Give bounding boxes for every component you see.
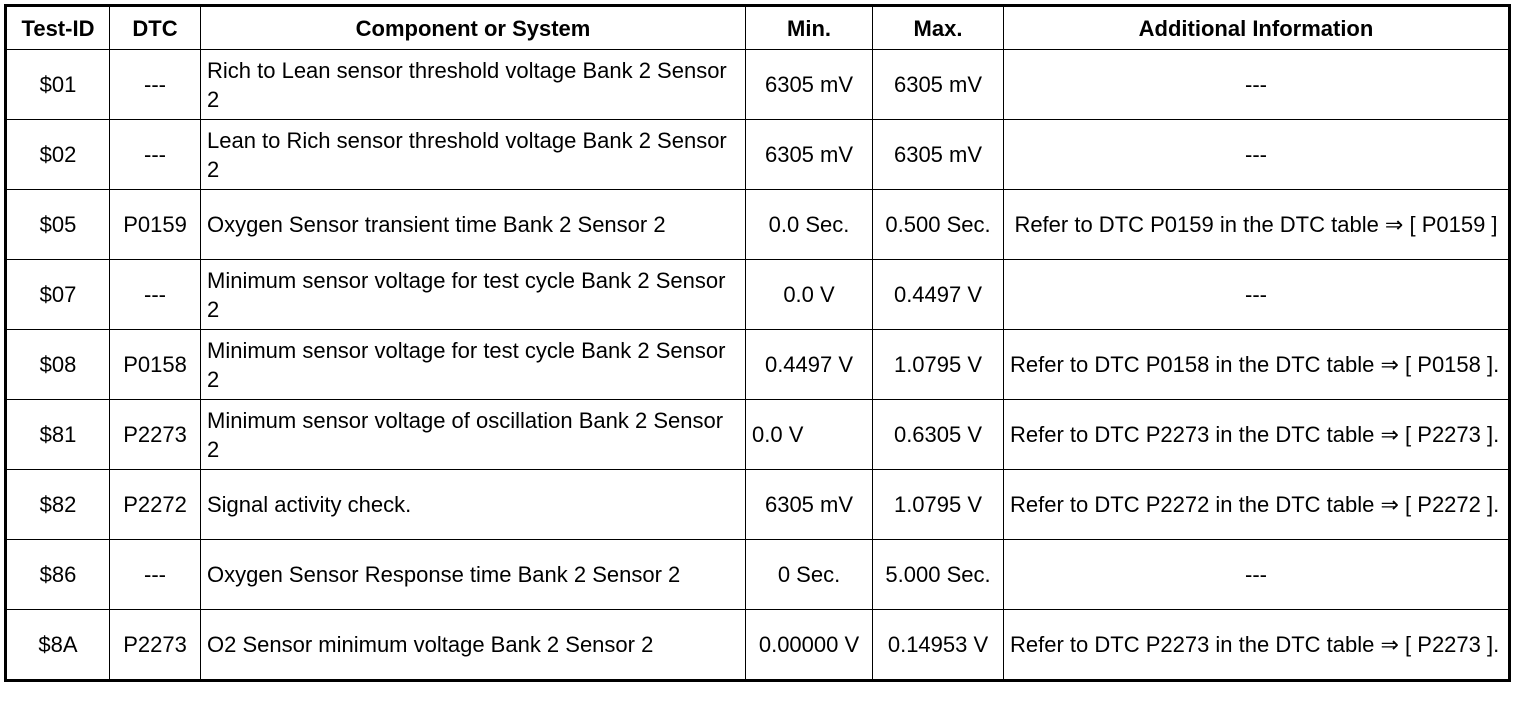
cell-min: 6305 mV: [745, 469, 873, 540]
cell-component: Lean to Rich sensor threshold voltage Ba…: [200, 119, 746, 190]
table-row: $07 --- Minimum sensor voltage for test …: [5, 259, 1510, 330]
table-row: $05 P0159 Oxygen Sensor transient time B…: [5, 189, 1510, 260]
cell-max: 1.0795 V: [872, 469, 1004, 540]
cell-component: Rich to Lean sensor threshold voltage Ba…: [200, 49, 746, 120]
cell-test-id: $07: [5, 259, 110, 330]
cell-min: 0.0 V: [745, 399, 873, 470]
cell-additional-info: ---: [1003, 49, 1510, 120]
cell-min: 0.00000 V: [745, 609, 873, 681]
table-row: $8A P2273 O2 Sensor minimum voltage Bank…: [5, 609, 1510, 681]
cell-additional-info: Refer to DTC P2273 in the DTC table ⇒ [ …: [1003, 609, 1510, 681]
cell-max: 0.14953 V: [872, 609, 1004, 681]
cell-additional-info: ---: [1003, 119, 1510, 190]
cell-dtc: ---: [109, 539, 201, 610]
cell-component: Signal activity check.: [200, 469, 746, 540]
cell-max: 6305 mV: [872, 49, 1004, 120]
cell-max: 6305 mV: [872, 119, 1004, 190]
cell-additional-info: ---: [1003, 259, 1510, 330]
cell-dtc: P2273: [109, 609, 201, 681]
cell-additional-info: Refer to DTC P2272 in the DTC table ⇒ [ …: [1003, 469, 1510, 540]
cell-dtc: ---: [109, 259, 201, 330]
cell-test-id: $86: [5, 539, 110, 610]
cell-max: 0.500 Sec.: [872, 189, 1004, 260]
cell-component: Minimum sensor voltage for test cycle Ba…: [200, 259, 746, 330]
cell-component: Oxygen Sensor Response time Bank 2 Senso…: [200, 539, 746, 610]
cell-max: 1.0795 V: [872, 329, 1004, 400]
header-test-id: Test-ID: [5, 5, 110, 50]
cell-min: 0.0 V: [745, 259, 873, 330]
cell-min: 6305 mV: [745, 119, 873, 190]
cell-component: Oxygen Sensor transient time Bank 2 Sens…: [200, 189, 746, 260]
cell-dtc: ---: [109, 119, 201, 190]
cell-test-id: $02: [5, 119, 110, 190]
cell-min: 6305 mV: [745, 49, 873, 120]
cell-test-id: $8A: [5, 609, 110, 681]
cell-additional-info: ---: [1003, 539, 1510, 610]
cell-additional-info: Refer to DTC P0159 in the DTC table ⇒ [ …: [1003, 189, 1510, 260]
cell-component: Minimum sensor voltage for test cycle Ba…: [200, 329, 746, 400]
cell-dtc: P2272: [109, 469, 201, 540]
table-row: $01 --- Rich to Lean sensor threshold vo…: [5, 49, 1510, 120]
cell-additional-info: Refer to DTC P2273 in the DTC table ⇒ [ …: [1003, 399, 1510, 470]
cell-dtc: P0158: [109, 329, 201, 400]
cell-max: 5.000 Sec.: [872, 539, 1004, 610]
cell-component: O2 Sensor minimum voltage Bank 2 Sensor …: [200, 609, 746, 681]
table-row: $82 P2272 Signal activity check. 6305 mV…: [5, 469, 1510, 540]
cell-test-id: $05: [5, 189, 110, 260]
cell-test-id: $82: [5, 469, 110, 540]
cell-dtc: P0159: [109, 189, 201, 260]
cell-min: 0 Sec.: [745, 539, 873, 610]
cell-dtc: P2273: [109, 399, 201, 470]
header-max: Max.: [872, 5, 1004, 50]
table-row: $81 P2273 Minimum sensor voltage of osci…: [5, 399, 1510, 470]
cell-test-id: $81: [5, 399, 110, 470]
cell-min: 0.0 Sec.: [745, 189, 873, 260]
cell-test-id: $01: [5, 49, 110, 120]
table-row: $86 --- Oxygen Sensor Response time Bank…: [5, 539, 1510, 610]
document-area: Test-ID DTC Component or System Min. Max…: [4, 4, 1511, 682]
cell-max: 0.4497 V: [872, 259, 1004, 330]
table-row: $02 --- Lean to Rich sensor threshold vo…: [5, 119, 1510, 190]
header-additional-info: Additional Information: [1003, 5, 1510, 50]
cell-min: 0.4497 V: [745, 329, 873, 400]
cell-test-id: $08: [5, 329, 110, 400]
header-min: Min.: [745, 5, 873, 50]
cell-max: 0.6305 V: [872, 399, 1004, 470]
test-results-table: Test-ID DTC Component or System Min. Max…: [4, 4, 1511, 682]
cell-dtc: ---: [109, 49, 201, 120]
table-row: $08 P0158 Minimum sensor voltage for tes…: [5, 329, 1510, 400]
header-dtc: DTC: [109, 5, 201, 50]
cell-additional-info: Refer to DTC P0158 in the DTC table ⇒ [ …: [1003, 329, 1510, 400]
header-component: Component or System: [200, 5, 746, 50]
cell-component: Minimum sensor voltage of oscillation Ba…: [200, 399, 746, 470]
table-header-row: Test-ID DTC Component or System Min. Max…: [5, 5, 1510, 50]
